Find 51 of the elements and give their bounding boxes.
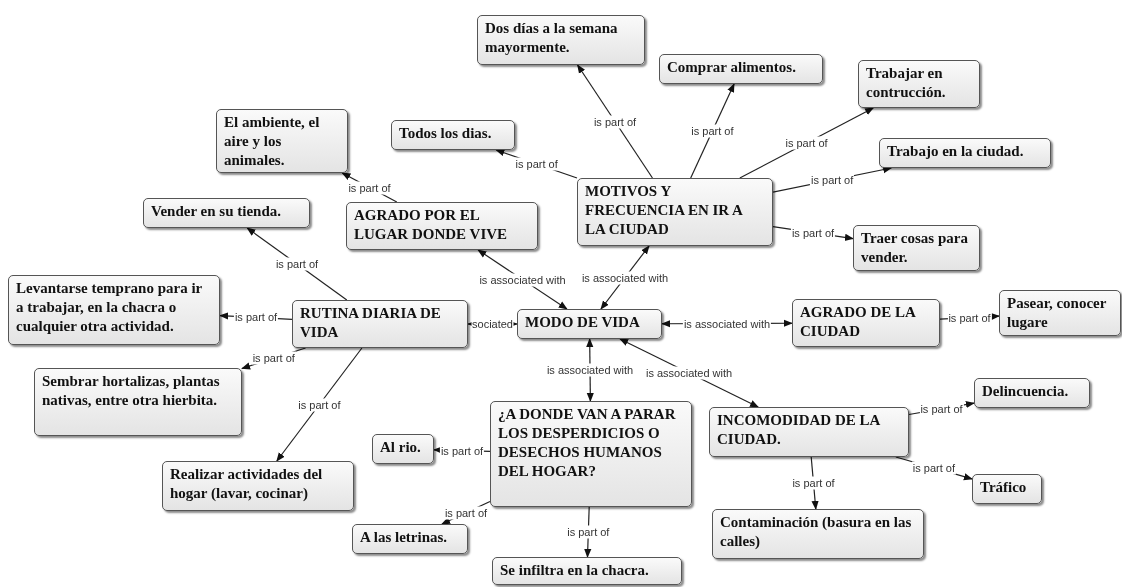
concept-box: Sembrar hortalizas, plantas nativas, entre otra hierbita.: [34, 368, 242, 436]
edge-label: is part of: [233, 310, 279, 324]
edge-label: is associated with: [545, 363, 635, 377]
edge-label: is part of: [274, 257, 320, 271]
concept-box: Vender en su tienda.: [143, 198, 310, 228]
edge-label: is associated with: [682, 317, 772, 330]
concept-box: Contaminación (basura en las calles): [712, 509, 924, 559]
edge-label: is part of: [592, 115, 638, 128]
concept-box: El ambiente, el aire y los animales.: [216, 109, 348, 173]
edge-label: is part of: [810, 173, 855, 187]
concept-box: Traer cosas para vender.: [853, 225, 980, 271]
edge-label: is part of: [911, 461, 956, 475]
edge-label: is associated with: [644, 366, 734, 380]
edge-label: is associated with: [478, 273, 567, 286]
concept-box: Tráfico: [972, 474, 1042, 504]
concept-box: A las letrinas.: [352, 524, 468, 554]
edge-label: sociated: [471, 317, 514, 331]
edge-label: is part of: [443, 506, 489, 520]
concept-box: Trabajo en la ciudad.: [879, 138, 1051, 168]
concept-box: Al rio.: [372, 434, 434, 464]
edge-label: is part of: [690, 124, 735, 138]
concept-box: Delincuencia.: [974, 378, 1090, 408]
concept-box: RUTINA DIARIA DE VIDA: [292, 300, 468, 348]
concept-box: Pasear, conocer lugare: [999, 290, 1121, 336]
edge-label: is part of: [347, 181, 392, 194]
concept-box: Levantarse temprano para ir a trabajar, en la chacra o cualquier otra actividad.: [8, 275, 220, 345]
edge-label: is associated with: [580, 271, 670, 284]
edge-label: is part of: [919, 402, 964, 416]
edge-label: is part of: [791, 476, 836, 490]
arrow: [576, 64, 654, 179]
edge-label: is part of: [790, 226, 836, 240]
edge-label: is part of: [514, 157, 559, 171]
concept-box: Dos días a la semana mayormente.: [477, 15, 645, 65]
concept-box: Comprar alimentos.: [659, 54, 823, 84]
concept-box: MOTIVOS Y FRECUENCIA EN IR A LA CIUDAD: [577, 178, 773, 246]
edge-label: is part of: [439, 444, 485, 458]
concept-box: Se infiltra en la chacra.: [492, 557, 682, 585]
concept-box: AGRADO POR EL LUGAR DONDE VIVE: [346, 202, 538, 250]
concept-box: Todos los dias.: [391, 120, 515, 150]
edge-label: is part of: [947, 311, 992, 325]
arrow: [276, 347, 363, 462]
edge-label: is part of: [297, 398, 342, 411]
concept-box: INCOMODIDAD DE LA CIUDAD.: [709, 407, 909, 457]
concept-box: Trabajar en contrucción.: [858, 60, 980, 108]
concept-box: ¿A DONDE VAN A PARAR LOS DESPERDICIOS O DESECHOS HUMANOS DEL HOGAR?: [490, 401, 692, 507]
edge-label: is part of: [784, 136, 829, 150]
concept-box: MODO DE VIDA: [517, 309, 662, 339]
concept-box: AGRADO DE LA CIUDAD: [792, 299, 940, 347]
concept-box: Realizar actividades del hogar (lavar, cocinar): [162, 461, 354, 511]
edge-label: is part of: [566, 525, 611, 539]
edge-label: is part of: [251, 351, 296, 365]
